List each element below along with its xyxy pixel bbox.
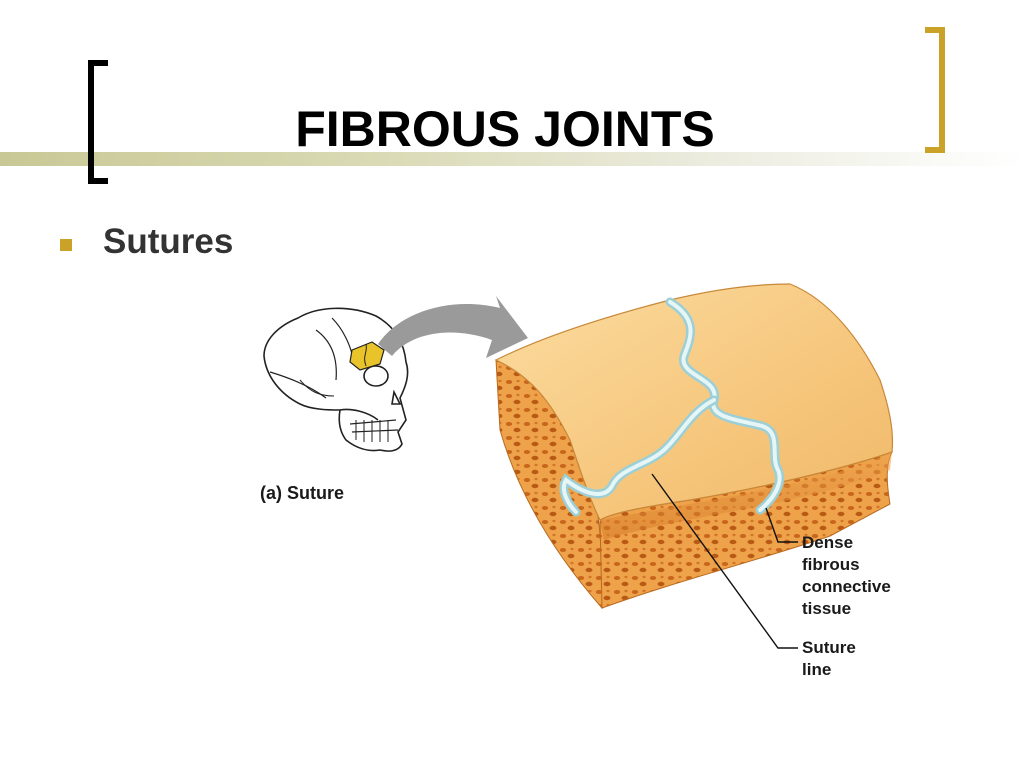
figure-caption: (a) Suture [260, 483, 344, 503]
title-underline-bar [0, 152, 1024, 166]
skull-drawing [263, 307, 409, 452]
label-suture: Suture [802, 638, 856, 657]
label-fibrous: fibrous [802, 555, 860, 574]
slide-title: FIBROUS JOINTS [295, 101, 715, 157]
bullet-item-sutures: Sutures [103, 222, 234, 261]
bone-block [494, 283, 894, 610]
pointer-arrow-icon [378, 296, 528, 358]
label-dense: Dense [802, 533, 853, 552]
left-bracket-decoration [88, 60, 108, 184]
label-connective: connective [802, 577, 891, 596]
bullet-square-icon [60, 239, 72, 251]
leader-suture-line [651, 473, 798, 649]
label-line: line [802, 660, 831, 679]
right-bracket-decoration [925, 27, 945, 153]
label-tissue: tissue [802, 599, 851, 618]
leader-dense-tissue [765, 507, 798, 543]
skull-suture-highlight [349, 341, 385, 371]
